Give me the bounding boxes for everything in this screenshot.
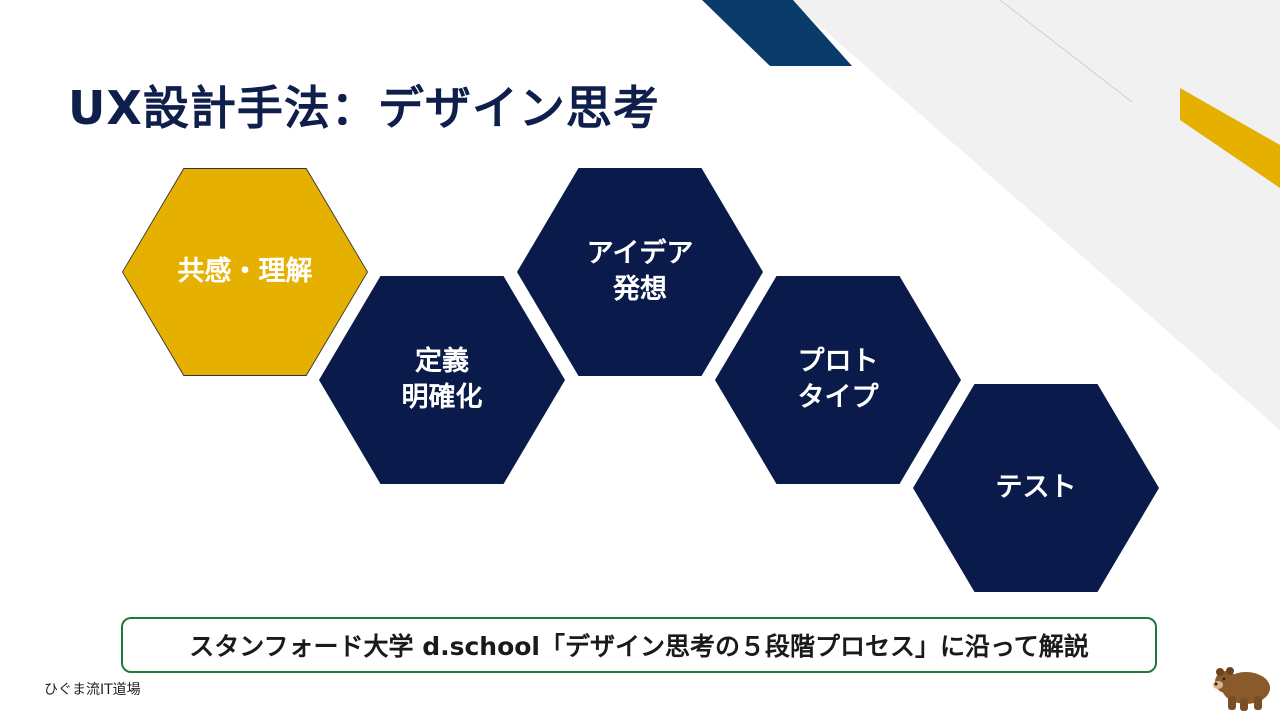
step-label: プロト タイプ (797, 346, 879, 413)
step-label: アイデア 発想 (586, 238, 694, 305)
gray-diagonal-band (790, 0, 1280, 430)
step-label: テスト (995, 472, 1077, 503)
slide-title: UX設計手法：デザイン思考 (68, 81, 660, 135)
footer-brand: ひぐま流IT道場 (44, 682, 141, 698)
gold-diagonal-stripe (1180, 88, 1280, 188)
thin-diagonal-line (999, 0, 1133, 103)
step-label: 定義 明確化 (401, 346, 483, 413)
navy-diagonal-stripe (702, 0, 852, 66)
bear-icon (1213, 667, 1270, 711)
step-label: 共感・理解 (177, 256, 313, 287)
caption-text: スタンフォード大学 d.school「デザイン思考の５段階プロセス」に沿って解説 (189, 632, 1089, 661)
caption-box: スタンフォード大学 d.school「デザイン思考の５段階プロセス」に沿って解説 (121, 617, 1157, 673)
